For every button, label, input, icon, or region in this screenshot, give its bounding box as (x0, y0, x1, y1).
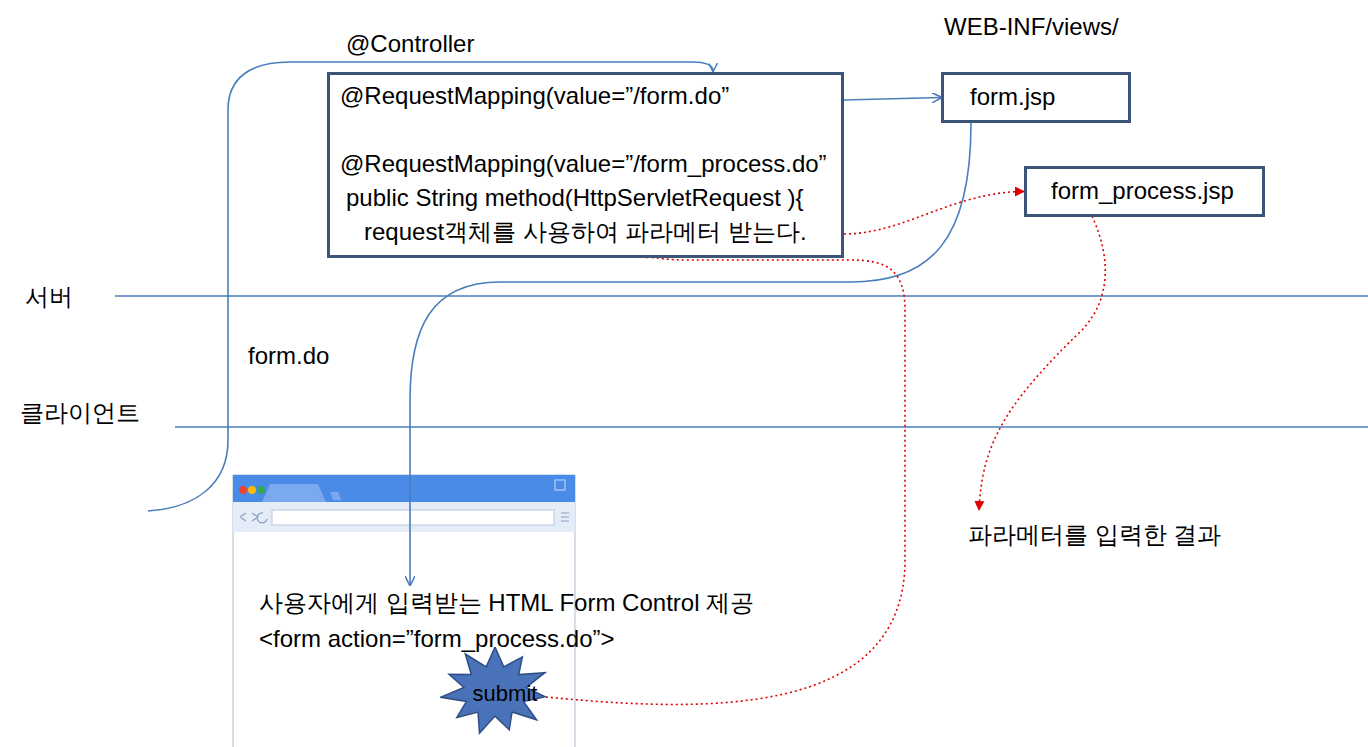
submit-text: submit (473, 681, 538, 707)
result-label: 파라메터를 입력한 결과 (968, 520, 1221, 550)
zone-label: 서버 (25, 282, 73, 312)
forward-arrow (844, 192, 1024, 235)
forward-arrow (844, 98, 941, 101)
submit-burst: submit (440, 647, 550, 735)
view-file-box: form.jsp (941, 72, 1131, 123)
request-label: form.do (248, 341, 329, 371)
view-file-box: form_process.jsp (1024, 166, 1265, 217)
folder-path: WEB-INF/views/ (944, 12, 1119, 42)
method-body-text: request객체를 사용하여 파라메터 받는다. (364, 215, 807, 249)
mapping-text: @RequestMapping(value=”/form.do” (340, 79, 729, 113)
server-line (115, 295, 1368, 297)
client-line (175, 426, 1368, 428)
zone-label: 클라이언트 (20, 398, 140, 428)
controller-annotation: @Controller (346, 27, 474, 61)
method-signature: public String method(HttpServletRequest … (346, 181, 804, 215)
description-text: 사용자에게 입력받는 HTML Form Control 제공 (259, 585, 754, 621)
controller-box: @Controller@RequestMapping(value=”/form.… (327, 72, 844, 258)
form-tag-text: <form action=”form_process.do”> (259, 621, 615, 657)
file-name: form_process.jsp (1051, 174, 1234, 208)
file-name: form.jsp (970, 80, 1055, 114)
browser-content: 사용자에게 입력받는 HTML Form Control 제공<form act… (255, 585, 875, 665)
mapping-text: @RequestMapping(value=”/form_process.do” (340, 147, 827, 181)
result-arrow (979, 216, 1105, 510)
